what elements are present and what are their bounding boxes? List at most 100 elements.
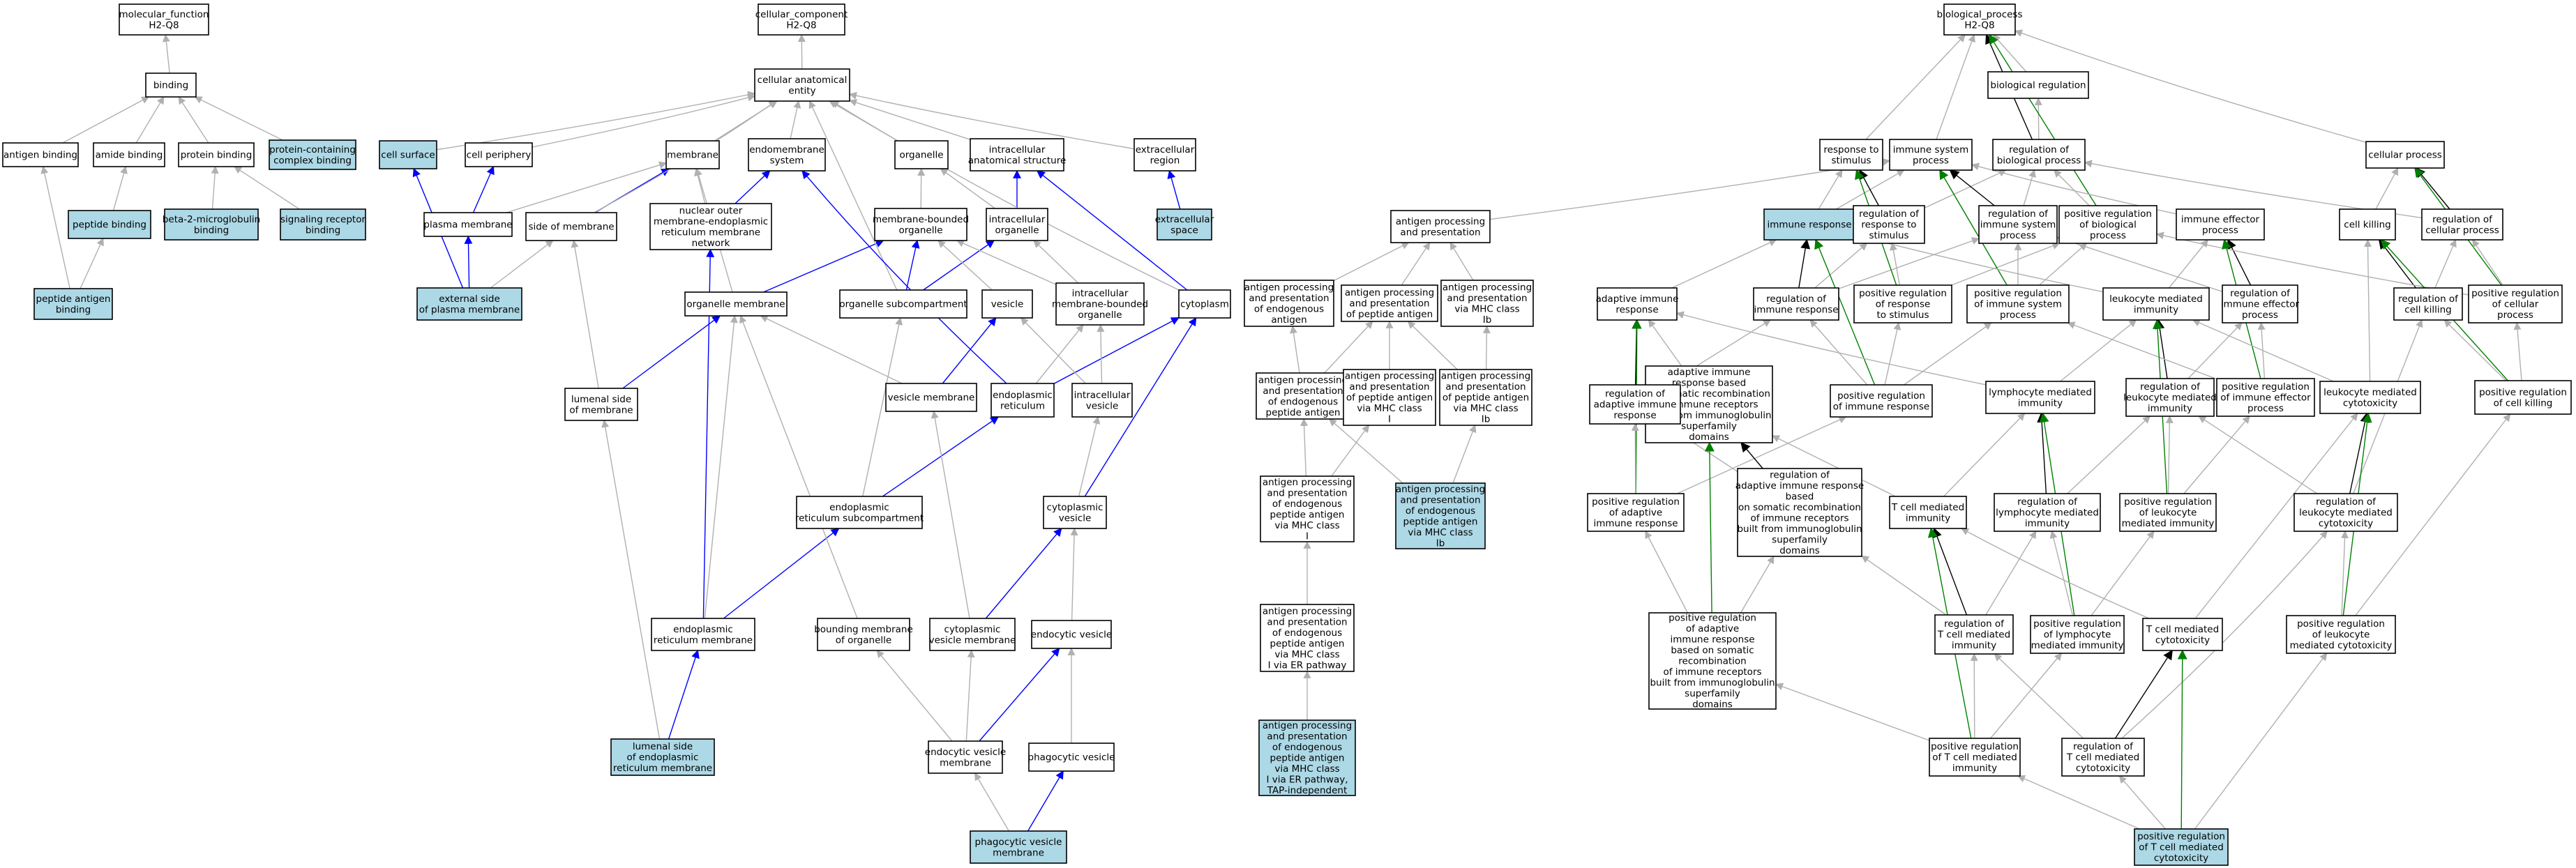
go-term-node-side_of_membrane[interactable]: side of membrane — [525, 212, 617, 241]
go-term-node-cytoplasm[interactable]: cytoplasm — [1178, 289, 1231, 319]
go-term-node-membrane[interactable]: membrane — [665, 140, 720, 169]
go-term-node-cell_periphery[interactable]: cell periphery — [465, 142, 533, 167]
edge-is_a-reg_lymph_mi-to-reg_lmi — [2067, 416, 2151, 494]
go-term-node-plasma_membrane[interactable]: plasma membrane — [423, 212, 513, 237]
go-term-node-vesicle[interactable]: vesicle — [981, 289, 1033, 319]
go-term-node-organelle_membrane[interactable]: organelle membrane — [684, 291, 788, 317]
go-term-node-binding[interactable]: binding — [145, 73, 197, 98]
go-term-node-peptide_binding[interactable]: peptide binding — [68, 210, 151, 239]
go-term-node-cell_surface[interactable]: cell surface — [379, 140, 437, 169]
go-term-node-organelle[interactable]: organelle — [894, 140, 949, 169]
go-term-node-bio_reg[interactable]: biological regulation — [1987, 71, 2089, 99]
go-term-node-organelle_subcomp[interactable]: organelle subcompartment — [839, 289, 967, 319]
go-term-node-protein_binding[interactable]: protein binding — [178, 142, 255, 167]
go-term-node-vesicle_membrane[interactable]: vesicle membrane — [885, 383, 977, 412]
go-term-node-phago_vesicle[interactable]: phagocytic vesicle — [1028, 743, 1115, 772]
go-term-node-cellular_process[interactable]: cellular process — [2365, 141, 2445, 169]
go-term-node-immune_response[interactable]: immune response — [1763, 208, 1855, 241]
edge-is_a-tcmi-to-lymph_mi — [1943, 413, 2026, 497]
go-term-node-cell_killing[interactable]: cell killing — [2339, 208, 2396, 241]
go-term-node-antigen_binding[interactable]: antigen binding — [2, 142, 79, 167]
go-term-node-amide_binding[interactable]: amide binding — [93, 142, 165, 167]
go-term-node-endocytic_vesicle[interactable]: endocytic vesicle — [1031, 620, 1112, 649]
